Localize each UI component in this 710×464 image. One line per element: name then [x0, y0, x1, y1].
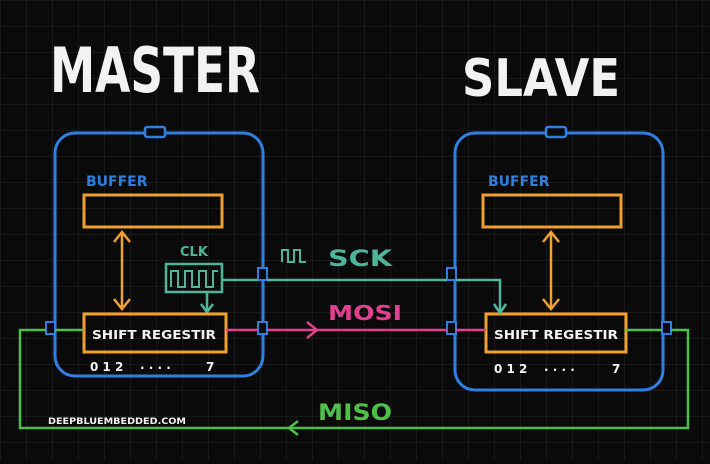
master-buffer-label: BUFFER	[86, 174, 148, 190]
master-clock-box	[164, 262, 224, 294]
slave-notch	[544, 125, 568, 139]
slave-buffer	[481, 193, 623, 229]
sck-line	[222, 249, 508, 316]
master-clock-label: CLK	[180, 245, 209, 260]
master-buffer-arrow	[113, 229, 131, 312]
master-notch	[143, 125, 167, 139]
master-clock-arrow	[200, 292, 214, 315]
slave-shift-register-label: SHIFT REGESTIR	[494, 328, 618, 342]
mosi-line	[226, 321, 486, 339]
slave-mosi-pin	[446, 321, 457, 335]
slave-bit-index-end: 7	[612, 362, 620, 376]
watermark: DEEPBLUEMBEDDED.COM	[48, 417, 186, 427]
master-mosi-pin	[257, 321, 268, 335]
miso-label: MISO	[318, 401, 392, 426]
miso-line	[18, 328, 690, 436]
master-bit-index-dots: . . . .	[140, 358, 171, 372]
slave-buffer-label: BUFFER	[488, 174, 550, 190]
slave-bit-index-start: 0 1 2	[494, 362, 527, 376]
sck-waveform-icon	[281, 249, 306, 263]
master-miso-pin	[45, 321, 56, 335]
slave-buffer-arrow	[542, 229, 560, 312]
master-title: MASTER	[50, 34, 260, 107]
master-bit-index-end: 7	[206, 360, 214, 374]
master-shift-register	[82, 312, 228, 354]
slave-device: BUFFER SHIFT REGESTIR 0 1 2 . . . . 7	[446, 125, 672, 392]
mosi-label: MOSI	[328, 301, 402, 325]
master-sck-pin	[257, 267, 268, 281]
master-bit-index-start: 0 1 2	[90, 360, 123, 374]
slave-shift-register	[484, 312, 628, 354]
slave-sck-pin	[446, 267, 457, 281]
master-buffer	[82, 193, 224, 229]
slave-miso-pin	[661, 321, 672, 335]
sck-label: SCK	[328, 247, 393, 272]
slave-title: SLAVE	[462, 49, 620, 109]
master-shift-register-label: SHIFT REGESTIR	[92, 328, 216, 342]
master-device: BUFFER CLK SHIFT REGESTIR 0 1 2 . . . . …	[45, 125, 268, 378]
slave-bit-index-dots: . . . .	[544, 360, 575, 374]
master-clock-waveform	[170, 270, 218, 288]
